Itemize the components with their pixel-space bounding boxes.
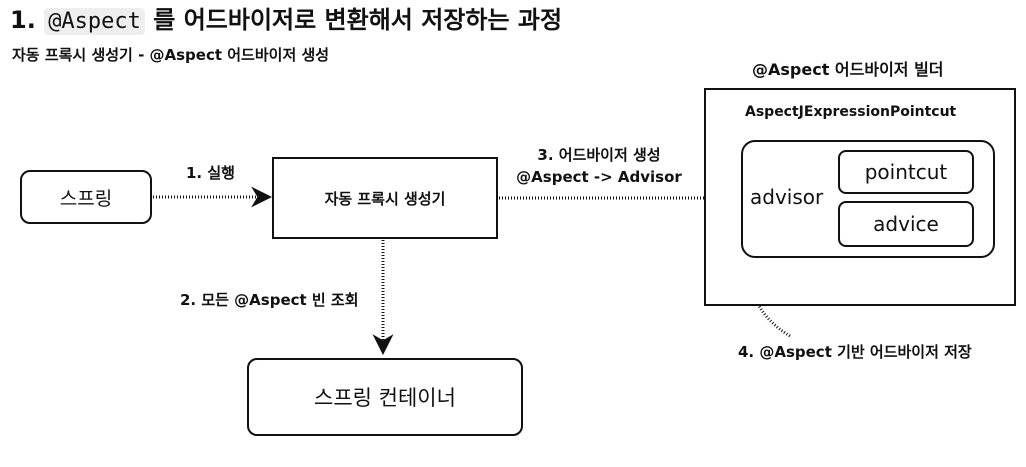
spring-node: 스프링 bbox=[20, 170, 152, 224]
step4-label: 4. @Aspect 기반 어드바이저 저장 bbox=[738, 343, 972, 361]
title-text: 를 어드바이저로 변환해서 저장하는 과정 bbox=[153, 6, 563, 34]
title-number: 1. bbox=[10, 6, 36, 34]
auto-proxy-creator-label: 자동 프록시 생성기 bbox=[324, 189, 446, 208]
spring-container-label: 스프링 컨테이너 bbox=[314, 386, 456, 410]
page-title: 1. @Aspect 를 어드바이저로 변환해서 저장하는 과정 bbox=[10, 3, 562, 39]
step2-label: 2. 모든 @Aspect 빈 조회 bbox=[180, 291, 359, 309]
step3-label-line1: 3. 어드바이저 생성 bbox=[537, 146, 661, 164]
pointcut-label: pointcut bbox=[864, 160, 948, 184]
step3-label: 3. 어드바이저 생성 @Aspect -> Advisor bbox=[514, 144, 684, 188]
advisor-label: advisor bbox=[750, 185, 824, 209]
builder-title: @Aspect 어드바이저 빌더 bbox=[752, 60, 944, 79]
spring-node-label: 스프링 bbox=[59, 187, 113, 210]
auto-proxy-creator-node: 자동 프록시 생성기 bbox=[272, 157, 498, 239]
subtitle: 자동 프록시 생성기 - @Aspect 어드바이저 생성 bbox=[12, 46, 330, 64]
advice-node: advice bbox=[838, 201, 974, 247]
title-code: @Aspect bbox=[44, 8, 145, 35]
step1-label: 1. 실행 bbox=[186, 164, 235, 182]
advice-label: advice bbox=[873, 212, 939, 236]
pointcut-class-label: AspectJExpressionPointcut bbox=[745, 104, 957, 120]
step3-label-line2: @Aspect -> Advisor bbox=[516, 168, 682, 186]
spring-container-node: 스프링 컨테이너 bbox=[247, 358, 523, 436]
pointcut-node: pointcut bbox=[838, 150, 974, 194]
